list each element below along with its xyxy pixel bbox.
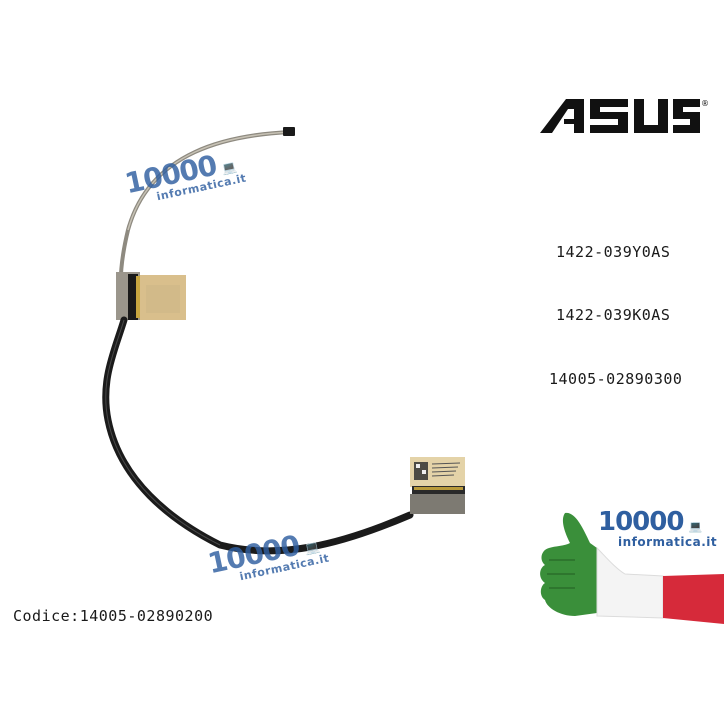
part-number-3: 14005-02890300 — [549, 370, 683, 388]
asus-logo: ® — [540, 97, 710, 139]
svg-text:®: ® — [701, 99, 709, 108]
part-number-2: 1422-039K0AS — [556, 306, 671, 324]
watermark-badge: 10000 💻 informatica.it — [598, 507, 718, 549]
italy-thumbs-up-icon — [540, 512, 724, 624]
small-connector-icon — [283, 127, 295, 136]
laptop-icon: 💻 — [688, 520, 703, 533]
part-number-1: 1422-039Y0AS — [556, 243, 671, 261]
asus-logo-icon: ® — [540, 99, 709, 133]
product-code-label: Codice:14005-02890200 — [13, 607, 214, 625]
